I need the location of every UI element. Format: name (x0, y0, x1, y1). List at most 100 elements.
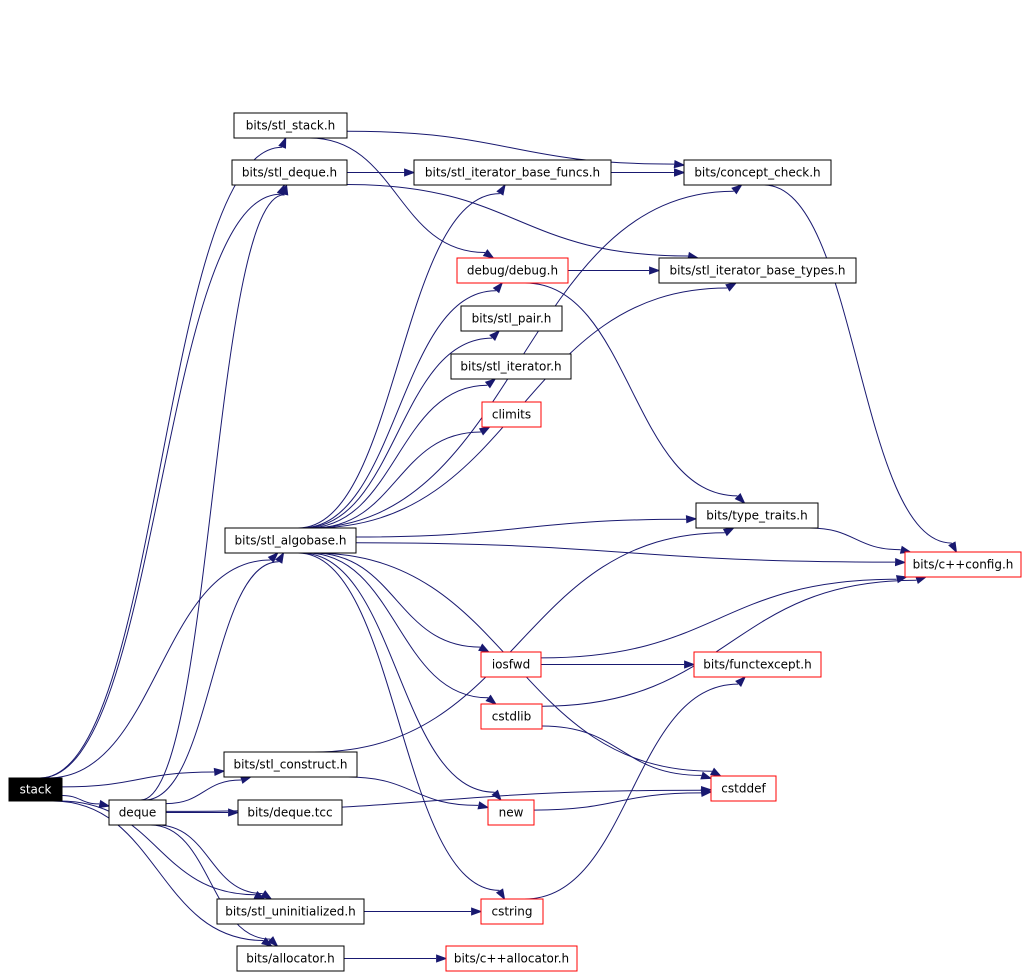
node-cstdlib[interactable]: cstdlib (480, 703, 543, 730)
node-box-bits-stl-algobase-h[interactable] (224, 527, 357, 554)
node-bits-stl-construct-h[interactable]: bits/stl_construct.h (223, 751, 358, 778)
edge-bits-concept-check-h-to-bits-cxx-config-h (764, 184, 952, 544)
node-bits-cxx-allocator-h[interactable]: bits/c++allocator.h (445, 945, 578, 972)
arrowhead-bits-stl-algobase-h-to-bits-concept-check-h (731, 184, 743, 195)
arrowhead-bits-concept-check-h-to-bits-cxx-config-h (948, 541, 958, 554)
node-label-cstring: cstring (491, 905, 532, 919)
node-bits-stl-pair-h[interactable]: bits/stl_pair.h (460, 305, 563, 332)
edge-stack-to-bits-stl-algobase-h (47, 559, 271, 779)
node-bits-stl-iterator-base-funcs-h[interactable]: bits/stl_iterator_base_funcs.h (413, 159, 612, 186)
arrowhead-bits-stl-construct-h-to-bits-type-traits-h (722, 527, 735, 537)
edge-bits-stl-algobase-h-to-bits-type-traits-h (355, 518, 687, 538)
node-box-stack[interactable] (8, 777, 63, 802)
edge-bits-stl-algobase-h-to-debug-debug-h (300, 290, 496, 529)
node-bits-allocator-h[interactable]: bits/allocator.h (236, 945, 345, 972)
node-label-stack: stack (20, 783, 52, 797)
node-bits-type-traits-h[interactable]: bits/type_traits.h (695, 502, 819, 529)
arrowhead-bits-stl-algobase-h-to-bits-stl-iterator-h (484, 378, 497, 389)
node-box-bits-concept-check-h[interactable] (683, 159, 832, 186)
node-iosfwd[interactable]: iosfwd (480, 651, 542, 678)
node-bits-cxx-config-h[interactable]: bits/c++config.h (904, 551, 1022, 578)
node-bits-deque-tcc[interactable]: bits/deque.tcc (237, 799, 343, 826)
node-label-climits: climits (492, 408, 531, 422)
edge-bits-stl-algobase-h-to-cstring (297, 552, 500, 891)
node-box-cstring[interactable] (480, 898, 544, 925)
arrowhead-deque-to-bits-deque-tcc (228, 808, 240, 817)
edge-bits-stl-stack-h-to-bits-concept-check-h (346, 130, 675, 165)
edge-stack-to-bits-allocator-h (52, 800, 264, 941)
node-box-bits-type-traits-h[interactable] (695, 502, 819, 529)
node-box-bits-stl-construct-h[interactable] (223, 751, 358, 778)
arrowhead-bits-stl-algobase-h-to-bits-type-traits-h (685, 515, 698, 524)
arrowhead-bits-stl-construct-h-to-new (477, 801, 490, 810)
node-deque[interactable]: deque (108, 799, 167, 826)
node-box-iosfwd[interactable] (480, 651, 542, 678)
node-box-bits-stl-iterator-base-funcs-h[interactable] (413, 159, 612, 186)
node-box-bits-stl-pair-h[interactable] (460, 305, 563, 332)
arrowhead-cstdlib-to-cstddef (700, 771, 713, 780)
arrowhead-bits-stl-algobase-h-to-iosfwd (478, 643, 491, 653)
arrowhead-stack-to-bits-stl-stack-h (278, 136, 287, 149)
node-box-bits-stl-iterator-h[interactable] (450, 353, 572, 380)
node-box-bits-cxx-config-h[interactable] (904, 551, 1022, 578)
node-stack[interactable]: stack (8, 777, 63, 802)
node-bits-functexcept-h[interactable]: bits/functexcept.h (693, 651, 822, 678)
node-climits[interactable]: climits (481, 401, 542, 428)
node-box-deque[interactable] (108, 799, 167, 826)
arrowhead-stack-to-deque (98, 799, 111, 808)
edge-bits-stl-algobase-h-to-bits-stl-iterator-base-funcs-h (297, 193, 500, 529)
node-label-bits-stl-uninitialized-h: bits/stl_uninitialized.h (225, 905, 356, 919)
node-box-bits-cxx-allocator-h[interactable] (445, 945, 578, 972)
node-box-bits-deque-tcc[interactable] (237, 799, 343, 826)
node-bits-concept-check-h[interactable]: bits/concept_check.h (683, 159, 832, 186)
node-label-new: new (499, 806, 524, 820)
node-label-bits-type-traits-h: bits/type_traits.h (706, 509, 807, 523)
node-new[interactable]: new (487, 799, 535, 826)
edge-stack-to-bits-stl-deque-h (40, 193, 281, 779)
node-box-cstdlib[interactable] (480, 703, 543, 730)
node-label-bits-allocator-h: bits/allocator.h (246, 952, 335, 966)
edge-stack-to-bits-stl-stack-h (39, 146, 283, 779)
node-bits-stl-stack-h[interactable]: bits/stl_stack.h (233, 112, 348, 139)
node-box-bits-stl-iterator-base-types-h[interactable] (658, 257, 857, 284)
node-box-bits-allocator-h[interactable] (236, 945, 345, 972)
edge-bits-stl-algobase-h-to-iosfwd (312, 552, 481, 648)
node-box-cstddef[interactable] (710, 775, 777, 802)
node-box-bits-stl-uninitialized-h[interactable] (216, 898, 365, 925)
arrowhead-bits-allocator-h-to-bits-cxx-allocator-h (436, 954, 448, 963)
arrowhead-bits-stl-algobase-h-to-cstddef (710, 767, 722, 777)
node-box-bits-stl-stack-h[interactable] (233, 112, 348, 139)
edge-bits-stl-algobase-h-to-bits-cxx-config-h (355, 542, 896, 563)
node-box-bits-stl-deque-h[interactable] (231, 159, 348, 186)
edge-stack-to-deque (61, 795, 100, 805)
node-bits-stl-uninitialized-h[interactable]: bits/stl_uninitialized.h (216, 898, 365, 925)
arrowhead-iosfwd-to-bits-functexcept-h (684, 660, 696, 669)
arrowhead-bits-stl-algobase-h-to-cstring (495, 888, 506, 901)
arrowhead-bits-stl-algobase-h-to-bits-stl-pair-h (489, 329, 501, 341)
node-bits-stl-deque-h[interactable]: bits/stl_deque.h (231, 159, 348, 186)
arrowhead-deque-to-bits-stl-algobase-h (275, 551, 285, 564)
node-box-bits-functexcept-h[interactable] (693, 651, 822, 678)
node-box-debug-debug-h[interactable] (456, 257, 569, 284)
node-cstddef[interactable]: cstddef (710, 775, 777, 802)
node-label-bits-cxx-allocator-h: bits/c++allocator.h (454, 952, 569, 966)
arrowhead-bits-stl-stack-h-to-debug-debug-h (482, 249, 495, 259)
node-box-new[interactable] (487, 799, 535, 826)
arrowhead-bits-stl-uninitialized-h-to-cstring (471, 907, 483, 916)
edge-cstring-to-bits-functexcept-h (524, 683, 739, 900)
arrowhead-stack-to-bits-stl-algobase-h (267, 551, 279, 563)
node-label-bits-deque-tcc: bits/deque.tcc (247, 806, 332, 820)
node-bits-stl-iterator-base-types-h[interactable]: bits/stl_iterator_base_types.h (658, 257, 857, 284)
node-bits-stl-iterator-h[interactable]: bits/stl_iterator.h (450, 353, 572, 380)
node-bits-stl-algobase-h[interactable]: bits/stl_algobase.h (224, 527, 357, 554)
edge-bits-stl-construct-h-to-bits-type-traits-h (313, 532, 725, 753)
edge-bits-stl-algobase-h-to-cstdlib (306, 552, 489, 699)
edge-bits-stl-construct-h-to-new (347, 776, 479, 806)
node-box-climits[interactable] (481, 401, 542, 428)
node-debug-debug-h[interactable]: debug/debug.h (456, 257, 569, 284)
edge-new-to-cstddef (533, 792, 702, 811)
node-label-bits-functexcept-h: bits/functexcept.h (703, 658, 811, 672)
edge-deque-to-bits-stl-construct-h (165, 779, 242, 805)
edge-bits-stl-algobase-h-to-bits-stl-pair-h (302, 337, 493, 529)
node-cstring[interactable]: cstring (480, 898, 544, 925)
